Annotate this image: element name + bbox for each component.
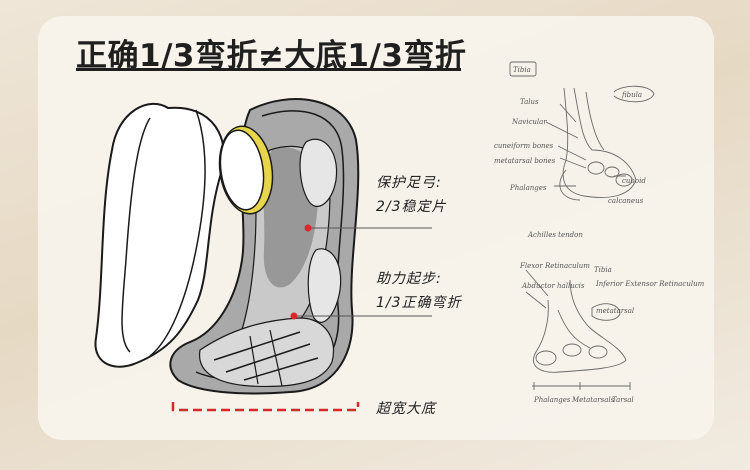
- sketch-stroke: [557, 309, 591, 349]
- sketch-stroke: [225, 343, 311, 373]
- flex-dot: [290, 312, 298, 320]
- protect-label-line2: 2/3稳定片: [376, 199, 447, 215]
- sketch-stroke: [591, 303, 621, 321]
- assist-label-line1: 助力起步:: [376, 271, 442, 287]
- sketch-tarsal: Tarsal: [612, 396, 634, 404]
- sketch-stroke: [557, 145, 587, 161]
- assist-label-line2: 1/3正确弯折: [376, 295, 462, 311]
- sketch-stroke: [562, 343, 582, 357]
- wide-base-marker: [171, 402, 360, 412]
- sketch-stroke: [585, 91, 605, 151]
- sketch-stroke: [509, 61, 537, 77]
- stabilizer-dot: [304, 224, 312, 232]
- sketch-talus: Talus: [520, 98, 539, 106]
- sketch-stroke: [559, 157, 587, 169]
- sketch-abductor: Abductor hallucis: [521, 282, 585, 290]
- sketch-stroke: [307, 248, 342, 323]
- sketch-stroke: [299, 138, 338, 207]
- sketch-stroke: [533, 279, 627, 373]
- sketch-cuneiform: cuneiform bones: [494, 142, 554, 150]
- sketch-inferior-extensor: Inferior Extensor Retinaculum: [595, 280, 705, 288]
- sketch-fibula: fibula: [621, 91, 642, 99]
- sketch-stroke: [149, 109, 206, 357]
- sketch-metatarsals-lower: Metatarsals: [571, 396, 615, 404]
- sketch-cuboid: cuboid: [622, 177, 646, 185]
- sketch-stroke: [545, 121, 579, 139]
- sketch-metatarsal: metatarsal bones: [494, 157, 556, 165]
- sketch-stroke: [613, 85, 655, 103]
- sketch-achilles: Achilles tendon: [527, 231, 583, 239]
- heel-cup: [219, 129, 265, 211]
- sketch-stroke: [604, 166, 620, 178]
- sketch-tibia: Tibia: [513, 66, 531, 74]
- sketch-stroke: [121, 117, 151, 353]
- sketch-flexor: Flexor Retinaculum: [519, 262, 590, 270]
- sketch-tibia-lower: Tibia: [594, 266, 612, 274]
- protect-label-line1: 保护足弓:: [376, 175, 442, 191]
- sketch-stroke: [587, 161, 605, 175]
- title-underline: [76, 68, 461, 71]
- sketch-stroke: [269, 329, 283, 387]
- sketch-stroke: [588, 345, 608, 359]
- sketch-stroke: [559, 169, 581, 201]
- sketch-calcaneus: calcaneus: [608, 197, 644, 205]
- sketch-stroke: [525, 269, 549, 297]
- sketch-metatarsal-lower: metatarsal: [596, 307, 634, 315]
- wide-base-label: 超宽大底: [376, 401, 436, 417]
- sketch-stroke: [535, 350, 557, 366]
- sketch-navicular: Navicular: [511, 118, 547, 126]
- sketch-phalanges: Phalanges: [509, 184, 547, 192]
- sketch-stroke: [525, 291, 547, 309]
- sketch-stroke: [559, 103, 577, 123]
- sketch-stroke: [213, 331, 301, 361]
- sketch-phalanges-lower: Phalanges: [533, 396, 571, 404]
- sketch-stroke: [249, 335, 259, 385]
- sketch-stroke: [615, 173, 633, 187]
